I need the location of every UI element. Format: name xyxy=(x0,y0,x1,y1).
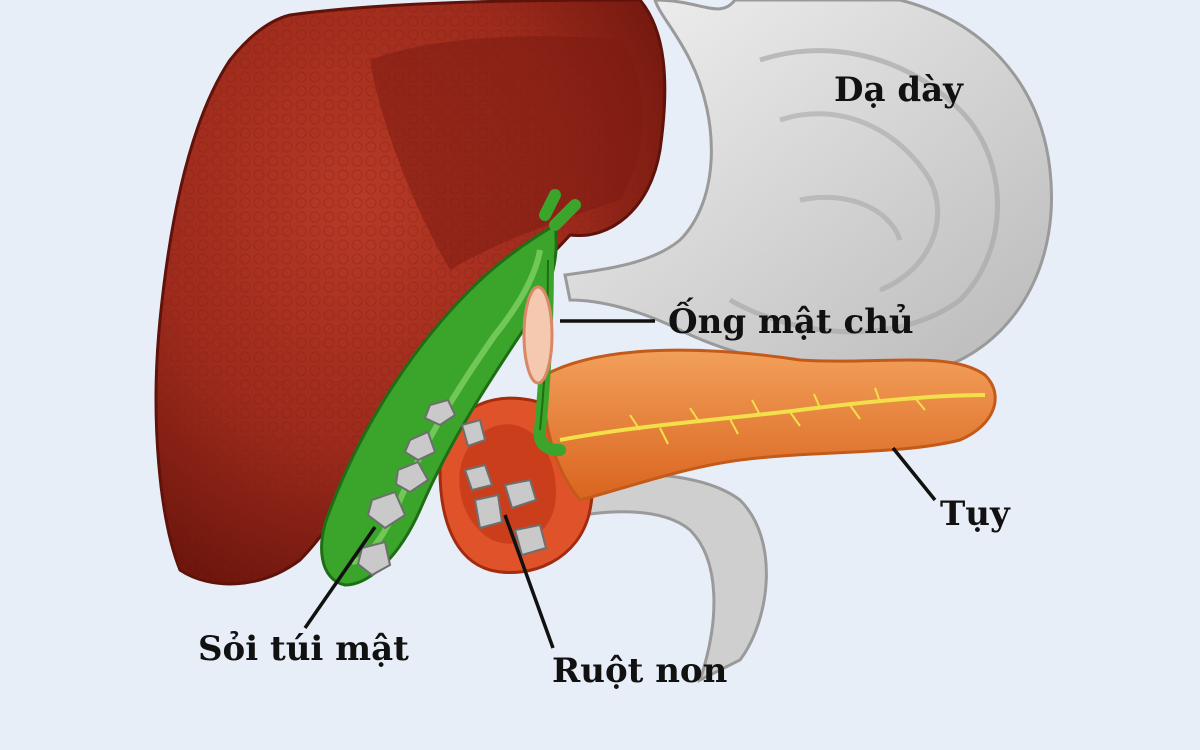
label-common-bile-duct: Ống mật chủ xyxy=(668,302,914,342)
pancreatic-duct-branches xyxy=(629,387,926,445)
label-small-intestine: Ruột non xyxy=(552,651,728,691)
leader-pancreas xyxy=(891,446,937,502)
label-gallstones: Sỏi túi mật xyxy=(198,629,409,669)
common-bile-duct-opening xyxy=(522,285,554,385)
gallstones xyxy=(356,398,548,577)
gallstone xyxy=(423,398,457,427)
label-stomach: Dạ dày xyxy=(834,70,963,110)
label-pancreas: Tụy xyxy=(940,494,1010,534)
leader-gallstones xyxy=(303,526,377,629)
pancreas-body xyxy=(542,348,997,502)
stomach-fold xyxy=(728,48,1000,335)
gallstone xyxy=(473,493,504,530)
leader-small-intestine xyxy=(503,514,555,649)
gallstone xyxy=(503,478,538,510)
stomach xyxy=(563,0,1053,376)
pancreatic-duct xyxy=(559,393,986,442)
leader-lines xyxy=(303,319,937,649)
gallstone xyxy=(463,463,494,492)
stomach-fold xyxy=(799,194,903,241)
gallstone xyxy=(513,523,548,557)
gallstone xyxy=(403,430,437,462)
gallstone xyxy=(366,490,407,530)
gallstone xyxy=(394,460,430,494)
gallstone xyxy=(356,540,392,577)
gallstone xyxy=(460,418,487,448)
stomach-fold xyxy=(779,111,941,293)
pancreas xyxy=(542,348,997,502)
intestine-loop xyxy=(558,472,768,683)
liver xyxy=(154,0,667,586)
